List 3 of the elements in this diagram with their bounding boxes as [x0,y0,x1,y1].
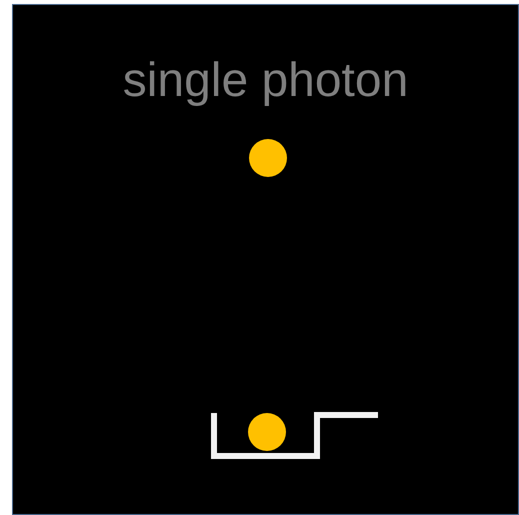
title: single photon [122,53,410,109]
photon-dot [249,139,287,177]
photon-dot [248,413,286,451]
